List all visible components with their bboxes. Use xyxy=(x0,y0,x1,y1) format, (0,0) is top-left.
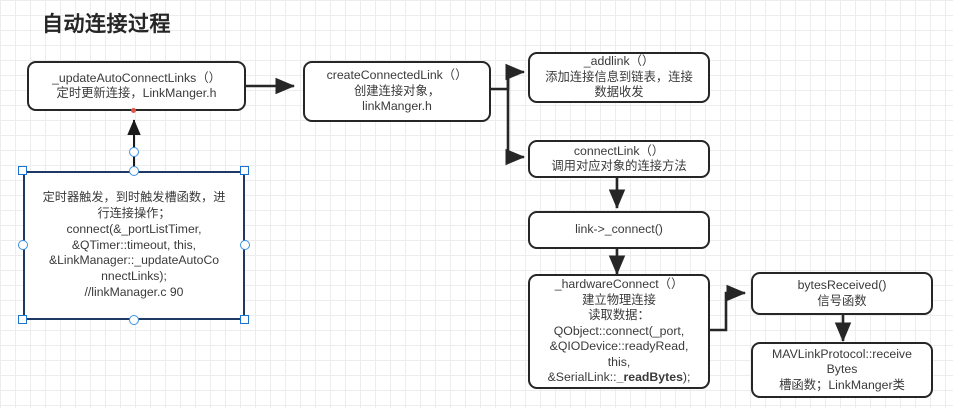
node-line: _hardwareConnect（） xyxy=(554,277,684,292)
readbytes-symbol: _readBytes xyxy=(616,370,683,385)
resize-handle-bottom-right[interactable] xyxy=(240,315,249,324)
readbytes-prefix: &SerialLink:: xyxy=(547,370,617,385)
note-line: //linkManager.c 90 xyxy=(84,284,184,299)
node-line: MAVLinkProtocol::receive xyxy=(772,346,912,361)
node-line: connectLink（） xyxy=(573,143,665,158)
connection-handle-top[interactable] xyxy=(129,166,139,176)
edge-create-to-addlink xyxy=(490,63,526,91)
node-line: 调用对应对象的连接方法 xyxy=(551,159,687,173)
node-line: this, xyxy=(607,354,631,369)
node-line: bytesReceived() xyxy=(797,278,887,292)
node-line: Bytes xyxy=(826,362,858,377)
node-line: 读取数据： xyxy=(588,308,650,323)
note-timer-trigger[interactable]: 定时器触发，到时触发槽函数，进 行连接操作； connect(&_portLis… xyxy=(23,171,245,320)
note-line: &QTimer::timeout, this, xyxy=(71,237,197,252)
node-line: _updateAutoConnectLinks（） xyxy=(52,70,221,85)
connection-handle-right[interactable] xyxy=(240,240,250,250)
connection-handle-left[interactable] xyxy=(18,240,28,250)
node-line: 信号函数 xyxy=(817,293,867,308)
note-line: 定时器触发，到时触发槽函数，进 xyxy=(42,190,226,205)
node-line: 数据收发 xyxy=(594,85,644,100)
node-addlink[interactable]: _addlink（） 添加连接信息到链表，连接 数据收发 xyxy=(528,52,710,103)
note-line: connect(&_portListTimer, xyxy=(66,221,202,236)
node-update-auto-connect-links[interactable]: _updateAutoConnectLinks（） 定时更新连接，LinkMan… xyxy=(27,61,246,111)
edge-create-to-connectlink xyxy=(505,72,526,166)
page-title: 自动连接过程 xyxy=(42,13,171,36)
node-hardware-connect[interactable]: _hardwareConnect（） 建立物理连接 读取数据： QObject:… xyxy=(528,274,710,389)
note-line: 行连接操作； xyxy=(97,206,171,220)
note-line: &LinkManager::_updateAutoCo xyxy=(48,253,220,268)
node-line: _addlink（） xyxy=(583,54,655,69)
node-link-connect[interactable]: link->_connect() xyxy=(528,211,710,249)
node-bytes-received[interactable]: bytesReceived() 信号函数 xyxy=(751,272,933,315)
node-line: 定时更新连接，LinkManger.h xyxy=(56,86,217,100)
node-line: createConnectedLink（） xyxy=(326,68,468,83)
node-line: 创建连接对象， xyxy=(353,83,441,98)
node-connect-link[interactable]: connectLink（） 调用对应对象的连接方法 xyxy=(528,140,710,178)
node-line: linkManger.h xyxy=(362,99,432,114)
node-line: 槽函数；LinkManger类 xyxy=(779,377,905,392)
node-line-readbytes: &SerialLink::_readBytes); xyxy=(548,370,691,386)
connection-handle-bottom[interactable] xyxy=(129,315,139,325)
readbytes-suffix: ); xyxy=(682,370,691,385)
node-line: link->_connect() xyxy=(575,222,663,237)
node-create-connected-link[interactable]: createConnectedLink（） 创建连接对象， linkManger… xyxy=(303,61,491,122)
resize-handle-top-right[interactable] xyxy=(240,166,249,175)
node-line: 添加连接信息到链表，连接 xyxy=(545,69,693,84)
edge-hardware-to-bytesreceived xyxy=(710,284,747,332)
node-mavlink-protocol-receive-bytes[interactable]: MAVLinkProtocol::receive Bytes 槽函数；LinkM… xyxy=(751,342,933,398)
edge-endpoint-marker xyxy=(131,108,136,113)
node-line: QObject::connect(_port, xyxy=(553,323,685,338)
resize-handle-bottom-left[interactable] xyxy=(18,315,27,324)
edge-waypoint-handle[interactable] xyxy=(129,147,139,157)
node-line: 建立物理连接 xyxy=(582,292,656,307)
resize-handle-top-left[interactable] xyxy=(18,166,27,175)
node-line: &QIODevice::readyRead, xyxy=(549,339,689,354)
note-line: nnectLinks); xyxy=(101,269,167,284)
